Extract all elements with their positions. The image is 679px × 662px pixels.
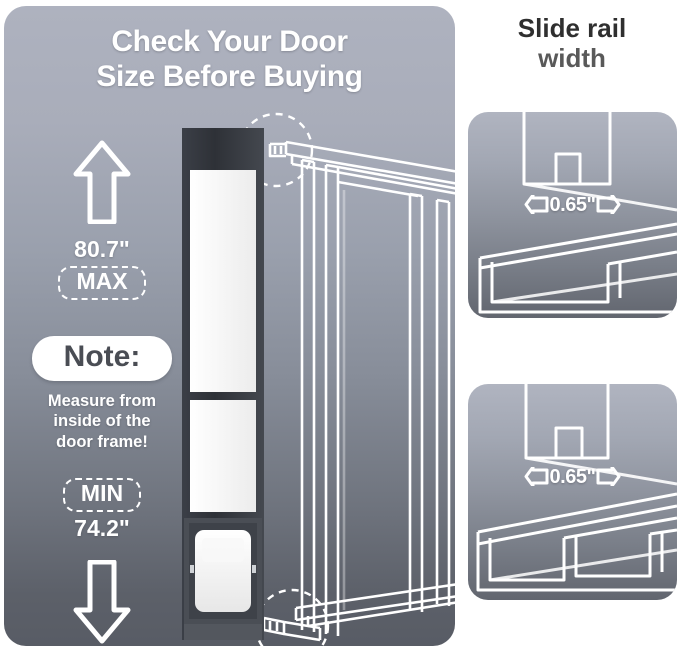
rail-width-dimension-1: 0.65" xyxy=(468,194,677,217)
slide-rail-width-title: Slide rail width xyxy=(468,13,676,73)
arrow-right-outline-icon xyxy=(596,467,621,486)
note-pill: Note: xyxy=(32,335,172,381)
rail-cross-section-double-channel-icon xyxy=(476,384,677,592)
arrow-left-outline-icon xyxy=(524,195,549,214)
dashed-circle-callout-bottom-rail-icon xyxy=(254,588,330,646)
rail-cross-section-single-channel-icon xyxy=(478,112,677,314)
max-height-value: 80.7" xyxy=(74,236,130,262)
min-label-chip: MIN xyxy=(62,478,142,512)
arrow-right-outline-icon xyxy=(596,195,621,214)
arrow-left-outline-icon xyxy=(524,467,549,486)
note-instruction-text: Measure from inside of the door frame! xyxy=(26,391,178,452)
pet-door-insert-panel xyxy=(182,128,264,640)
rail-width-value-2: 0.65" xyxy=(549,466,596,488)
rail-width-card-double: 0.65" xyxy=(468,384,677,600)
rail-width-dimension-2: 0.65" xyxy=(468,466,677,489)
slide-rail-title-line-2: width xyxy=(538,42,606,73)
min-height-value: 74.2" xyxy=(74,514,130,541)
check-door-size-panel: Check Your Door Size Before Buying xyxy=(4,6,455,646)
rail-width-value-1: 0.65" xyxy=(549,194,596,216)
slide-rail-title-line-1: Slide rail xyxy=(517,13,627,43)
note-line-3: door frame! xyxy=(56,432,148,451)
note-line-2: inside of the xyxy=(53,412,151,431)
max-height-group: 80.7" MAX xyxy=(26,236,178,300)
arrow-up-outline-icon xyxy=(73,140,131,224)
dashed-circle-callout-top-rail-icon xyxy=(238,112,314,188)
glass-door-frame-lineart xyxy=(262,140,455,642)
page-title-line-2: Size Before Buying xyxy=(96,60,363,94)
sliding-door-illustration xyxy=(182,112,455,646)
min-height-group: MIN 74.2" xyxy=(26,478,178,542)
page-title-line-1: Check Your Door xyxy=(111,25,348,58)
max-label-chip: MAX xyxy=(58,266,146,300)
note-line-1: Measure from xyxy=(47,391,157,410)
arrow-down-outline-icon xyxy=(73,559,131,644)
rail-width-card-single: 0.65" xyxy=(468,112,677,318)
arrow-down-wrapper xyxy=(26,559,178,646)
height-measurement-column: 80.7" MAX Note: Measure from inside of t… xyxy=(26,138,178,646)
page-title: Check Your Door Size Before Buying xyxy=(4,24,455,95)
